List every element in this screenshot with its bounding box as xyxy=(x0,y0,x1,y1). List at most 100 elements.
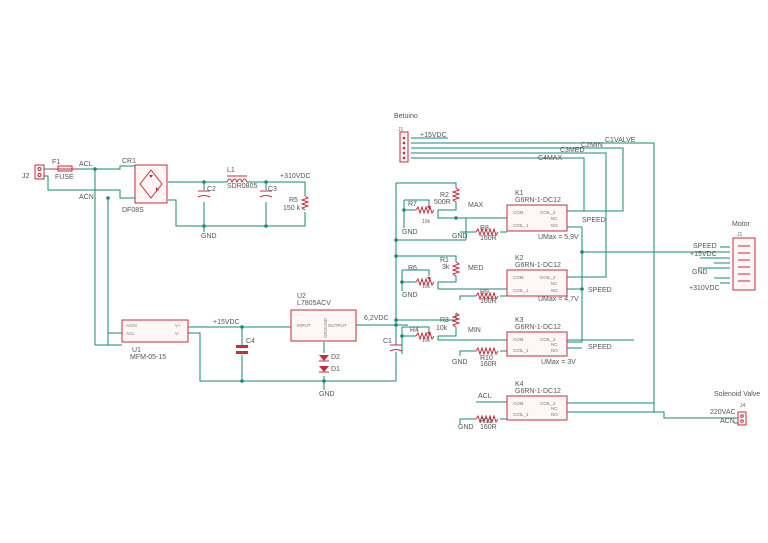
u1-pin-acl: ACL xyxy=(126,331,135,336)
fuse-f1[interactable]: F1 FUSE xyxy=(50,159,78,181)
capacitor-c2[interactable]: C2 xyxy=(197,186,216,198)
k3-umax: UMax = 3V xyxy=(541,359,576,366)
net-acl: ACL xyxy=(79,161,93,168)
net-15vdc-mid: +15VDC xyxy=(213,319,240,326)
potentiometer-r7[interactable]: R7 10k xyxy=(408,201,435,225)
capacitor-c1[interactable]: C1 xyxy=(383,338,403,352)
connector-j2[interactable]: J2 xyxy=(22,164,45,180)
inductor-l1[interactable]: L1 SDR0805 xyxy=(226,167,257,190)
wires xyxy=(44,137,740,424)
capacitor-c4[interactable]: C4 xyxy=(236,338,255,354)
resistor-r1[interactable]: R1 3k xyxy=(440,257,461,277)
betuino-j1-label: J1 xyxy=(398,127,404,133)
solenoid-acn: ACN xyxy=(720,418,735,425)
resistor-r5[interactable]: +310VDC R5 150 k xyxy=(280,173,311,212)
r1-label: R1 xyxy=(440,257,449,264)
relay-k4[interactable]: COM COIL_2 NC COIL_1 NO K4 G6RN-1-DC12 xyxy=(506,381,568,421)
c1-label: C1 xyxy=(383,338,392,345)
capacitor-c3[interactable]: C3 xyxy=(259,186,277,198)
connector-motor-j1[interactable]: Motor J1 SPEED +15VDC GND +310VDC xyxy=(689,221,756,292)
net-speed-2: SPEED xyxy=(588,287,612,294)
u1-pin-vminus: V- xyxy=(175,331,180,336)
fuse-value: FUSE xyxy=(55,174,74,181)
k2-label: K2 xyxy=(515,255,524,262)
u2-part: L7805ACV xyxy=(297,300,331,307)
k2-part: G6RN-1-DC12 xyxy=(515,262,561,269)
r3-label: R3 xyxy=(440,317,449,324)
r11-label: R11 xyxy=(480,418,492,425)
u2-pin-input: INPUT xyxy=(297,323,311,328)
k3-pin-nc: NC xyxy=(551,342,558,347)
k2-pin-coil1: COIL_1 xyxy=(513,288,529,293)
k1-pin-nc: NC xyxy=(551,216,558,221)
r2-value: 500R xyxy=(434,199,451,206)
potentiometer-r6[interactable]: R6 10k xyxy=(408,265,435,290)
regulator-u2[interactable]: INPUT OUTPUT GROUND U2 L7805ACV xyxy=(290,293,357,342)
motor-title: Motor xyxy=(732,221,751,228)
header-betuino-j1[interactable]: Betuino J1 xyxy=(394,113,418,163)
relay-k1[interactable]: COM COIL_2 NC COIL_1 NO K1 G6RN-1-DC12 U… xyxy=(506,190,579,241)
connector-solenoid-j4[interactable]: Solenoid Valve J4 220VAC ACN xyxy=(710,391,760,426)
resistor-r9[interactable]: R9 160R xyxy=(475,289,499,305)
r4-value: 10k xyxy=(422,338,431,344)
k3-pin-com: COM xyxy=(513,337,524,342)
net-15vdc-top: +15VDC xyxy=(420,132,447,139)
net-gnd-bottom: GND xyxy=(319,391,335,398)
r11-value: 160R xyxy=(480,424,497,431)
l1-label: L1 xyxy=(227,167,235,174)
motor-pin-gnd: GND xyxy=(692,269,708,276)
bridge-rectifier-cr1[interactable]: CR1 DF08S xyxy=(122,158,168,214)
u1-pin-acin: ACIN xyxy=(126,323,137,328)
resistor-r11[interactable]: R11 160R xyxy=(475,414,499,431)
k2-pin-coil2: COIL_2 xyxy=(540,275,556,280)
u2-label: U2 xyxy=(297,293,306,300)
net-speed-1: SPEED xyxy=(582,217,606,224)
k3-pin-coil2: COIL_2 xyxy=(540,337,556,342)
motor-pin-310v: +310VDC xyxy=(689,285,720,292)
r10-value: 160R xyxy=(480,361,497,368)
r7-label: R7 xyxy=(408,201,417,208)
resistor-r2[interactable]: R2 500R xyxy=(434,187,461,206)
resistor-r3[interactable]: R3 10k xyxy=(436,312,461,332)
net-c3med: C3MED xyxy=(560,147,585,154)
r5-value: 150 k xyxy=(283,205,301,212)
r6-value: 10k xyxy=(422,284,431,290)
junction-dots xyxy=(93,167,584,383)
net-speed-3: SPEED xyxy=(588,344,612,351)
relay-k2[interactable]: COM COIL_2 NC COIL_1 NO K2 G6RN-1-DC12 U… xyxy=(506,255,579,303)
r3-value: 10k xyxy=(436,325,448,332)
diode-d1[interactable]: D1 xyxy=(319,366,340,373)
k1-part: G6RN-1-DC12 xyxy=(515,197,561,204)
u2-pin-ground: GROUND xyxy=(323,317,328,338)
label-min: MIN xyxy=(468,327,481,334)
net-c4max: C4MAX xyxy=(538,155,562,162)
net-gnd-r4: GND xyxy=(452,359,468,366)
k4-pin-nc: NC xyxy=(551,406,558,411)
cr1-label: CR1 xyxy=(122,158,136,165)
k4-part: G6RN-1-DC12 xyxy=(515,388,561,395)
c2-label: C2 xyxy=(207,186,216,193)
solenoid-220vac: 220VAC xyxy=(710,409,736,416)
relay-k3[interactable]: COM COIL_2 NC COIL_1 NO K3 G6RN-1-DC12 U… xyxy=(506,317,576,366)
r4-label: R4 xyxy=(410,327,419,334)
resistor-r10[interactable]: R10 160R xyxy=(475,346,499,368)
net-acn: ACN xyxy=(79,194,94,201)
f1-label: F1 xyxy=(52,159,60,166)
c3-label: C3 xyxy=(268,186,277,193)
potentiometer-r4[interactable]: R4 10k xyxy=(410,327,435,344)
power-module-u1[interactable]: ACIN ACL V+ V- U1 MFM-05-15 xyxy=(121,319,189,361)
r5-label: R5 xyxy=(289,197,298,204)
net-c2min: C2MIN xyxy=(581,142,603,149)
k3-label: K3 xyxy=(515,317,524,324)
resistor-r8[interactable]: R8 160R xyxy=(475,225,499,242)
c4-label: C4 xyxy=(246,338,255,345)
k2-pin-com: COM xyxy=(513,275,524,280)
diode-d2[interactable]: D2 xyxy=(319,354,340,362)
label-med: MED xyxy=(468,265,484,272)
net-gnd-r7: GND xyxy=(402,229,418,236)
u2-pin-output: OUTPUT xyxy=(328,323,347,328)
net-gnd-r6: GND xyxy=(402,292,418,299)
d1-label: D1 xyxy=(331,366,340,373)
betuino-title: Betuino xyxy=(394,113,418,120)
